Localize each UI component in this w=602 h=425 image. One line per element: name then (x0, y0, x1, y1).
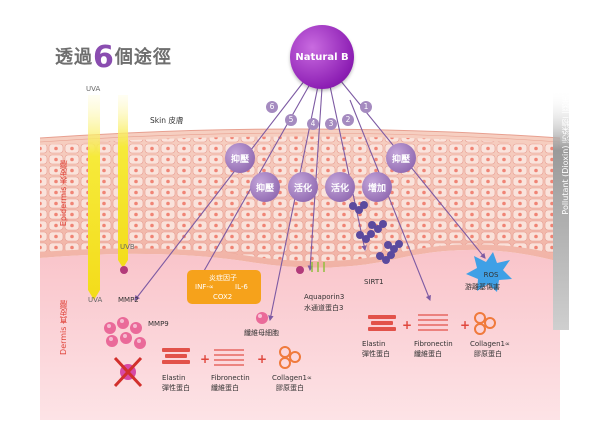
epidermis-label: Epidermis 表皮層 (59, 160, 68, 227)
title-prefix: 透過 (55, 47, 93, 68)
natural-b-circle: Natural B (290, 25, 354, 89)
action-increase-2: 增加 (362, 172, 392, 202)
inflammation-title: 炎症因子 (209, 274, 237, 282)
protein-right-fibronectin-en: Fibronectin (414, 340, 453, 348)
title-suffix: 個途徑 (114, 47, 172, 68)
ros-zh-label: 游離基傷害 (465, 283, 500, 291)
protein-right-collagen-en: Collagen1∝ (470, 340, 510, 348)
title-number: 6 (93, 40, 115, 75)
plus-sign: + (460, 318, 471, 332)
action-activate-4: 活化 (288, 172, 318, 202)
skin-label: Skin 皮膚 (150, 116, 184, 125)
sirt1-label: SIRT1 (364, 278, 384, 286)
pollutant-label: Pollutant (Dioxin) 污染物二惡英 (561, 95, 570, 215)
plus-sign: + (200, 352, 211, 366)
cox2-label: COX2 (213, 293, 233, 301)
dermis-label: Dermis 真皮層 (59, 300, 68, 355)
aquaporin-en-label: Aquaporin3 (304, 293, 345, 301)
protein-left-fibronectin-zh: 纖維蛋白 (211, 384, 239, 392)
pathway-number-4: 4 (307, 118, 319, 130)
action-suppress-6: 抑壓 (225, 143, 255, 173)
pathway-number-3: 3 (325, 118, 337, 130)
protein-left-elastin-en: Elastin (162, 374, 186, 382)
protein-left-collagen-zh: 膠原蛋白 (276, 384, 304, 392)
ros-en-label: ROS (483, 271, 499, 279)
protein-left-elastin-zh: 彈性蛋白 (162, 384, 190, 392)
pathway-number-5: 5 (285, 114, 297, 126)
action-suppress-1: 抑壓 (386, 143, 416, 173)
mmp2-label: MMP2 (118, 296, 139, 304)
uva-top-label: UVA (86, 85, 101, 93)
mmp9-label: MMP9 (148, 320, 169, 328)
pathway-number-1: 1 (360, 101, 372, 113)
protein-left-collagen-en: Collagen1∝ (272, 374, 312, 382)
action-suppress-5: 抑壓 (250, 172, 280, 202)
protein-right-collagen-zh: 膠原蛋白 (474, 350, 502, 358)
protein-right-elastin-en: Elastin (362, 340, 386, 348)
uva-bottom-label: UVA (88, 296, 103, 304)
inflammation-box: 炎症因子 INF-∝ IL-6 COX2 (187, 270, 261, 304)
page-title: 透過6個途徑 (55, 40, 172, 75)
pathway-number-2: 2 (342, 114, 354, 126)
plus-sign: + (257, 352, 268, 366)
inf-label: INF-∝ (195, 283, 214, 291)
uvb-label: UVB (120, 243, 135, 251)
protein-right-elastin-zh: 彈性蛋白 (362, 350, 390, 358)
protein-right-fibronectin-zh: 纖維蛋白 (414, 350, 442, 358)
protein-left-fibronectin-en: Fibronectin (211, 374, 250, 382)
il6-label: IL-6 (235, 283, 248, 291)
action-activate-3: 活化 (325, 172, 355, 202)
aquaporin-zh-label: 水通道蛋白3 (304, 304, 344, 312)
pathway-number-6: 6 (266, 101, 278, 113)
plus-sign: + (402, 318, 413, 332)
fibroblast-label: 纖維母細胞 (244, 329, 279, 337)
